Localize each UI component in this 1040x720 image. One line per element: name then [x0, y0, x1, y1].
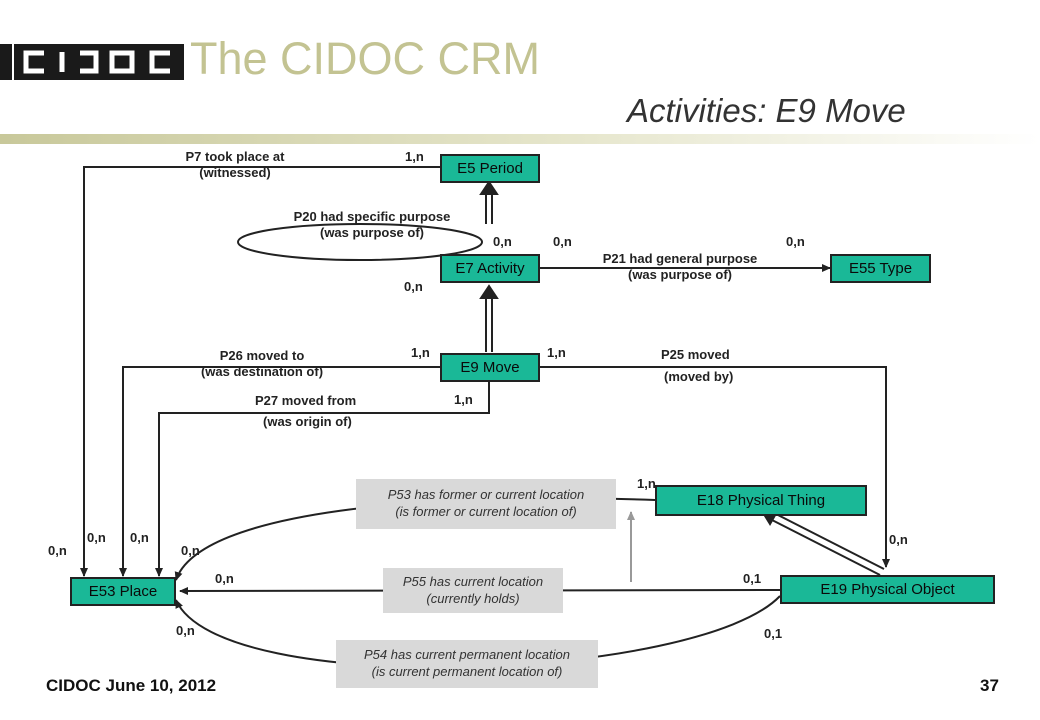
label-p7-inverse: (witnessed)	[199, 164, 271, 180]
card-p25-e9: 1,n	[547, 345, 566, 360]
card-p20-e7: 0,n	[493, 234, 512, 249]
label-p21-inverse: (was purpose of)	[627, 266, 732, 282]
edge-p20	[237, 223, 483, 261]
card-p7-e5: 1,n	[405, 149, 424, 164]
label-p27-name: P27 moved from	[255, 393, 357, 408]
entity-e53-place: E53 Place	[70, 577, 176, 606]
card-p55-e19: 0,1	[743, 571, 762, 586]
label-p7: P7 took place at (witnessed)	[150, 149, 320, 180]
card-p26-e9: 1,n	[411, 345, 430, 360]
card-p21-e7: 0,n	[553, 234, 572, 249]
label-p7-name: P7 took place at	[185, 149, 285, 164]
entity-e7-activity: E7 Activity	[440, 254, 540, 283]
card-p20-target: 0,n	[404, 279, 423, 294]
page-subtitle: Activities: E9 Move	[627, 92, 906, 129]
isa-e19-e18-a	[771, 519, 881, 576]
label-p53-name: P53 has former or current location	[387, 487, 585, 503]
edge-p25	[540, 366, 890, 568]
cidoc-logo-graphic	[14, 44, 184, 80]
page-number: 37	[980, 676, 999, 695]
label-p55-inverse: (currently holds)	[426, 590, 520, 606]
header-divider	[0, 134, 1040, 144]
entity-e18-physical-thing: E18 Physical Thing	[655, 485, 867, 516]
label-p53-inverse: (is former or current location of)	[395, 504, 577, 519]
card-p26-e53: 0,n	[87, 530, 106, 545]
footer-date: CIDOC June 10, 2012	[46, 676, 217, 695]
label-p26-inverse: (was destination of)	[200, 363, 324, 379]
label-p25-inverse: (moved by)	[664, 369, 734, 384]
card-p7-e53: 0,n	[48, 543, 67, 558]
label-p53: P53 has former or current location (is f…	[356, 479, 616, 529]
cidoc-logo	[14, 44, 184, 80]
card-p25-e19: 0,n	[889, 532, 908, 547]
entity-e55-type: E55 Type	[830, 254, 931, 283]
card-p54-e19: 0,1	[764, 626, 783, 641]
card-p54-e53: 0,n	[176, 623, 195, 638]
label-p54-inverse: (is current permanent location of)	[371, 664, 563, 679]
edge-p27	[155, 382, 490, 577]
label-p21-name: P21 had general purpose	[602, 251, 758, 266]
isa-e7-e5-head	[479, 180, 499, 195]
label-p20-inverse: (was purpose of)	[319, 224, 424, 240]
label-p54: P54 has current permanent location (is c…	[336, 640, 598, 688]
card-e18-isa: 1,n	[637, 476, 656, 491]
edge-p7	[80, 166, 440, 577]
label-p27-inverse: (was origin of)	[263, 414, 352, 429]
label-p21: P21 had general purpose (was purpose of)	[570, 251, 790, 282]
logo-bar-left	[0, 44, 12, 80]
label-p20: P20 had specific purpose (was purpose of…	[262, 209, 482, 240]
edge-p26	[119, 366, 440, 577]
label-p55: P55 has current location (currently hold…	[383, 568, 563, 613]
card-p27-e53: 0,n	[130, 530, 149, 545]
page-title: The CIDOC CRM	[190, 33, 541, 84]
entity-e19-physical-object: E19 Physical Object	[780, 575, 995, 604]
card-p55-e53: 0,n	[215, 571, 234, 586]
card-p27-e9: 1,n	[454, 392, 473, 407]
label-p55-name: P55 has current location	[402, 573, 544, 589]
card-p21-e55: 0,n	[786, 234, 805, 249]
label-p26-name: P26 moved to	[219, 348, 305, 363]
entity-e9-move: E9 Move	[440, 353, 540, 382]
label-p54-name: P54 has current permanent location	[364, 647, 570, 663]
isa-e9-e7-head	[479, 284, 499, 299]
label-p25-name: P25 moved	[661, 347, 730, 362]
entity-e5-period: E5 Period	[440, 154, 540, 183]
card-p53-e53: 0,n	[181, 543, 200, 558]
isa-e19-e18-b	[775, 513, 885, 570]
label-p26: P26 moved to (was destination of)	[170, 348, 354, 379]
label-p20-name: P20 had specific purpose	[293, 209, 451, 224]
